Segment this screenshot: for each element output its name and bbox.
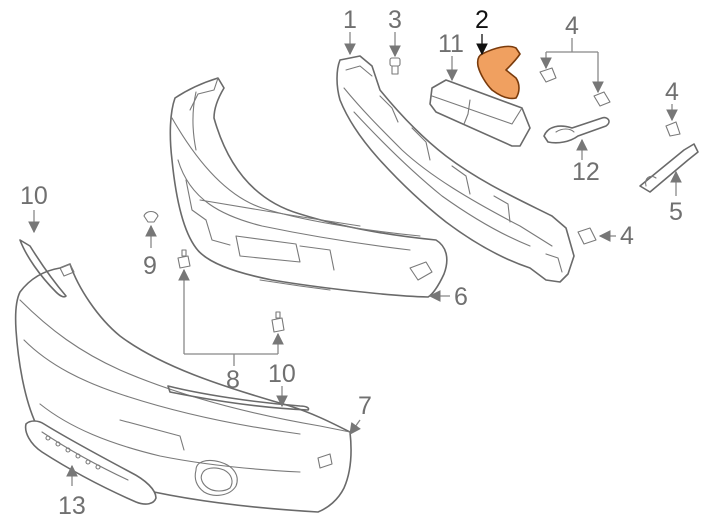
callout-3: 3 <box>388 6 402 34</box>
callout-10-left: 10 <box>20 182 48 210</box>
fastener-part-8-a <box>177 249 191 269</box>
impact-pad-part-11 <box>429 79 531 147</box>
clip-nut-part-4-d <box>577 227 597 245</box>
bumper-cover-part-7 <box>14 263 352 513</box>
callout-numbers: 1 2 3 4 4 4 5 6 7 8 9 10 10 11 12 13 <box>20 6 683 520</box>
clip-nut-part-4-b <box>593 91 611 107</box>
fastener-part-8-b <box>271 311 285 333</box>
bracket-strap-part-12 <box>543 116 610 144</box>
callout-6: 6 <box>454 283 468 311</box>
highlighted-bracket-part-2 <box>476 45 521 100</box>
lower-grille-part-13 <box>24 420 157 505</box>
callout-11: 11 <box>438 30 464 58</box>
callout-8: 8 <box>226 366 240 394</box>
callout-leaders <box>28 32 682 486</box>
push-pin-part-9 <box>143 210 159 223</box>
callout-13: 13 <box>58 492 86 520</box>
callout-1: 1 <box>343 6 357 34</box>
bolt-part-3 <box>389 57 401 75</box>
callout-12: 12 <box>572 158 600 186</box>
callout-9: 9 <box>143 252 157 280</box>
callout-10-lower: 10 <box>268 360 296 388</box>
callout-4-top: 4 <box>565 12 579 40</box>
bumper-reinforcement-part-6 <box>169 77 448 298</box>
bumper-impact-bar-part-1 <box>336 55 575 283</box>
molding-strip-part-10-left <box>19 239 67 298</box>
callout-5: 5 <box>669 198 683 226</box>
callout-4-lower: 4 <box>620 222 634 250</box>
support-bracket-part-5 <box>639 143 699 193</box>
clip-nut-part-4-c <box>665 121 681 137</box>
callout-4-right: 4 <box>665 78 679 106</box>
molding-strip-part-10-lower <box>167 385 310 411</box>
callout-7: 7 <box>358 392 372 420</box>
clip-nut-part-4-a <box>539 67 557 83</box>
callout-2: 2 <box>475 6 489 34</box>
